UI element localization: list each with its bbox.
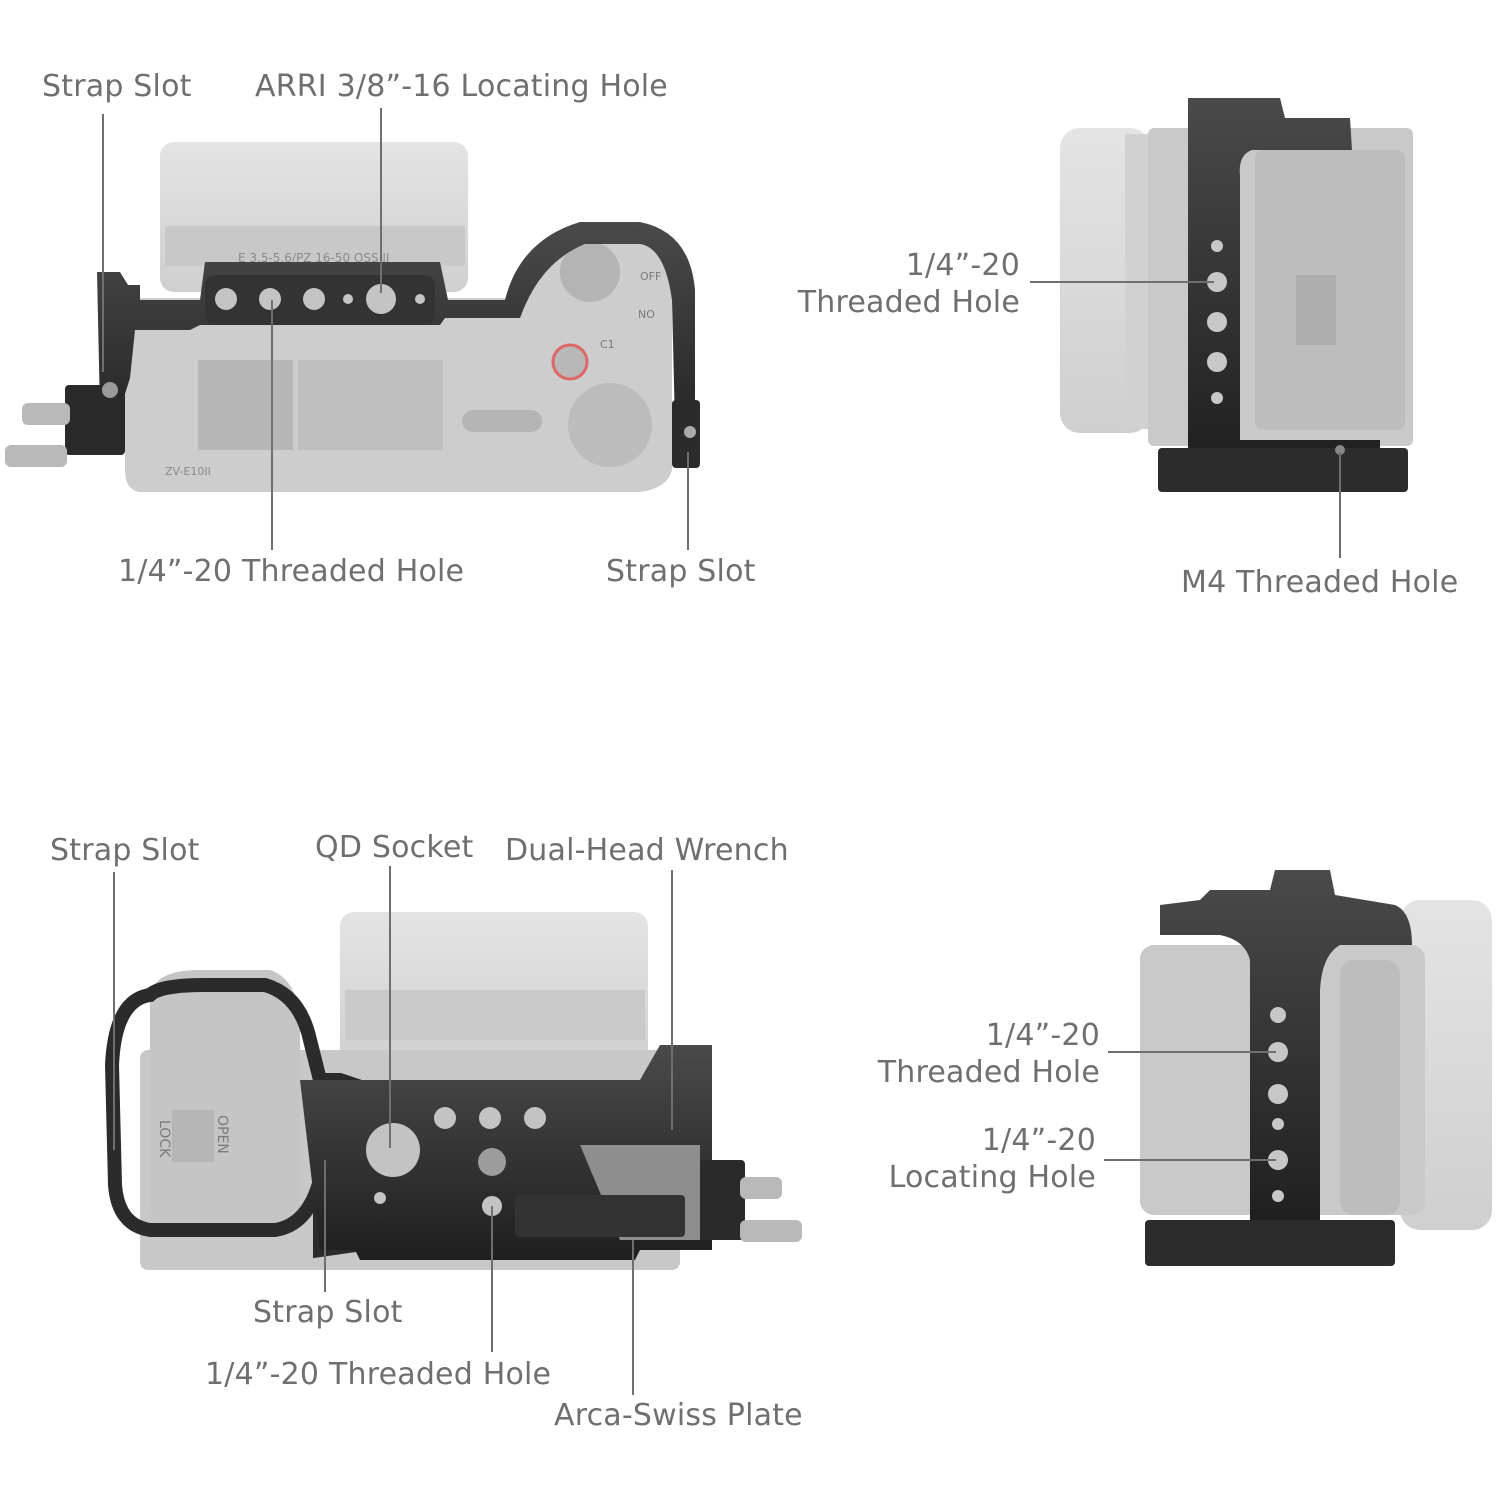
bottom-rod-knob-1 [740, 1177, 782, 1199]
side-hole-5 [1211, 392, 1223, 404]
mode-dial [568, 383, 652, 467]
grip-side-panel [1340, 960, 1400, 1215]
bottom-hole-small [374, 1192, 386, 1204]
bottom-hole-3 [524, 1107, 546, 1129]
top-hole-small-2 [415, 294, 425, 304]
top-hole-1 [215, 288, 237, 310]
label-arri-locating-hole: ARRI 3/8”-16 Locating Hole [255, 69, 668, 104]
side-baseplate [1158, 448, 1408, 492]
grip-hole-3 [1268, 1084, 1288, 1104]
label-grip-locating-line2: Locating Hole [888, 1160, 1096, 1195]
top-hole-small [343, 294, 353, 304]
lock-switch [172, 1110, 214, 1162]
clamp-screw [102, 382, 118, 398]
grip-texture [298, 360, 443, 450]
m4-hole [1335, 445, 1345, 455]
side-hole-2 [1207, 272, 1227, 292]
zoom-dial [560, 242, 620, 302]
arca-plate-edge [515, 1195, 685, 1237]
label-grip-locating-line1: 1/4”-20 [981, 1123, 1096, 1158]
open-text: OPEN [214, 1115, 230, 1154]
side-view [1060, 98, 1413, 492]
battery-door [150, 970, 300, 1235]
label-bottom-strap-slot: Strap Slot [253, 1295, 403, 1330]
top-hole-3 [303, 288, 325, 310]
side-hole-1 [1211, 240, 1223, 252]
rod-knob-1 [22, 403, 70, 425]
grip-view-leaders [1104, 1051, 1276, 1161]
qd-socket [366, 1123, 420, 1177]
label-top-right-strap-slot: Strap Slot [606, 554, 756, 589]
grip-hole-2 [1268, 1042, 1288, 1062]
bottom-view: LOCK OPEN [104, 912, 802, 1270]
label-bottom-threaded-hole: 1/4”-20 Threaded Hole [205, 1357, 552, 1392]
bottom-rod-clamp [700, 1160, 745, 1240]
label-dual-head-wrench: Dual-Head Wrench [505, 833, 789, 868]
grip-hole-1 [1270, 1007, 1286, 1023]
label-qd-socket: QD Socket [315, 830, 474, 865]
top-view: E 3.5-5.6/PZ 16-50 OSS II ZV-E10II OFF N… [5, 142, 700, 492]
arri-hole [366, 284, 396, 314]
mode-switch [462, 410, 542, 432]
grip-hole-4 [1272, 1118, 1284, 1130]
side-hole-3 [1207, 312, 1227, 332]
lock-text: LOCK [156, 1120, 172, 1158]
rod-clamp [65, 385, 125, 455]
label-top-threaded-hole: 1/4”-20 Threaded Hole [118, 554, 465, 589]
hot-shoe [198, 360, 293, 450]
c1-text: C1 [600, 338, 615, 351]
bottom-rod-knob-2 [740, 1220, 802, 1242]
side-port [1296, 275, 1336, 345]
label-bottom-left-strap-slot: Strap Slot [50, 833, 200, 868]
side-hole-4 [1207, 352, 1227, 372]
right-screw [684, 426, 696, 438]
side-cage-frame [1188, 98, 1380, 470]
grip-view [1140, 870, 1492, 1266]
bottom-lens-ring [345, 990, 645, 1040]
bottom-view-leaders [113, 866, 673, 1395]
top-hole-2 [259, 288, 281, 310]
bottom-screw [478, 1148, 506, 1176]
label-side-threaded-line1: 1/4”-20 [905, 248, 1020, 283]
label-top-left-strap-slot: Strap Slot [42, 69, 192, 104]
grip-hole-6 [1272, 1190, 1284, 1202]
bottom-hole-1 [434, 1107, 456, 1129]
label-grip-threaded-line1: 1/4”-20 [985, 1018, 1100, 1053]
bottom-hole-2 [479, 1107, 501, 1129]
rod-knob-2 [5, 445, 67, 467]
lens-text: E 3.5-5.6/PZ 16-50 OSS II [238, 251, 389, 265]
label-grip-threaded-line2: Threaded Hole [877, 1055, 1100, 1090]
record-button [551, 343, 589, 381]
dial-on-text: NO [638, 308, 655, 321]
grip-baseplate [1145, 1220, 1395, 1266]
model-text: ZV-E10II [165, 465, 211, 478]
label-arca-swiss-plate: Arca-Swiss Plate [554, 1398, 803, 1433]
grip-hole-5 [1268, 1150, 1288, 1170]
lens-ring [165, 226, 465, 266]
side-view-leaders [1030, 281, 1341, 558]
dial-off-text: OFF [640, 270, 661, 283]
label-side-threaded-line2: Threaded Hole [797, 285, 1020, 320]
label-m4-threaded-hole: M4 Threaded Hole [1181, 565, 1459, 600]
bottom-cage-loop [104, 978, 362, 1259]
top-view-leaders [102, 108, 689, 550]
